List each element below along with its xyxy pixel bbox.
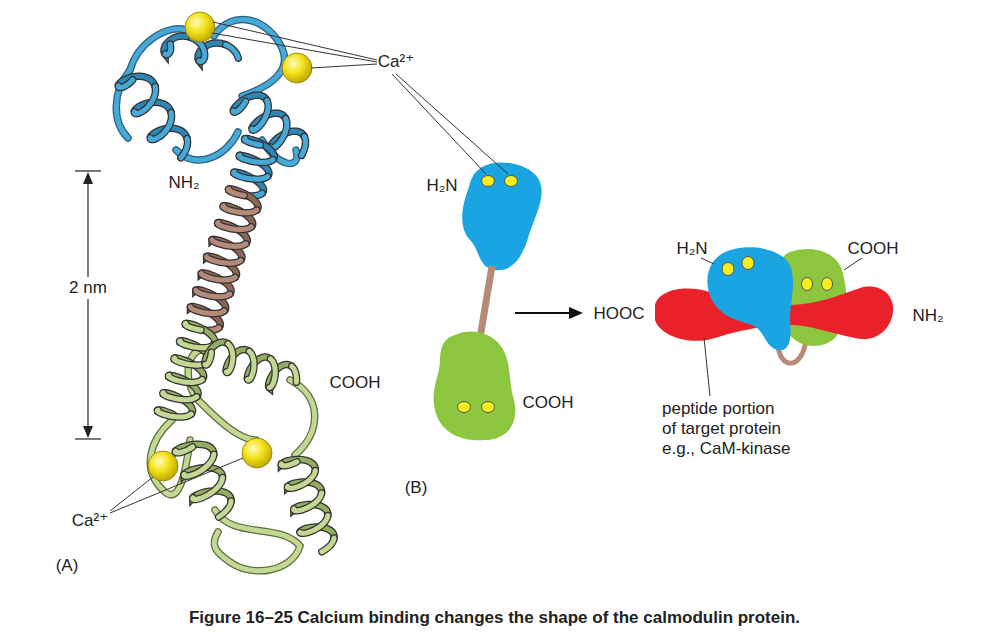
calcium-label: Ca²⁺	[72, 511, 108, 531]
calcium-label: Ca²⁺	[378, 52, 414, 72]
dimension-arrow	[75, 171, 101, 439]
terminus-label: HOOC	[594, 304, 645, 324]
annotation-label: peptide portion of target protein e.g., …	[662, 399, 791, 459]
panel-label: (A)	[56, 556, 79, 576]
helix-ribbons	[118, 36, 334, 552]
terminus-label: COOH	[330, 373, 381, 393]
reaction-arrow	[515, 307, 583, 319]
ribbon-loops	[116, 19, 314, 570]
dimension-label: 2 nm	[67, 277, 109, 299]
terminus-label: COOH	[523, 393, 574, 413]
schematic-bound	[655, 247, 893, 363]
helix-ribbon	[157, 323, 215, 417]
terminus-label: COOH	[848, 239, 899, 259]
terminus-label: NH₂	[168, 173, 199, 193]
terminus-label: NH₂	[912, 306, 943, 326]
terminus-label: H₂N	[426, 176, 457, 196]
helix-ribbon	[234, 139, 275, 196]
helix-ribbon	[205, 342, 297, 388]
helix-ribbon	[175, 444, 231, 517]
helix-ribbon	[190, 189, 258, 330]
panel-label: (B)	[405, 478, 428, 498]
helix-ribbon	[281, 459, 334, 551]
helix-ribbon	[118, 76, 187, 158]
leader-lines	[110, 22, 862, 513]
figure-caption: Figure 16–25 Calcium binding changes the…	[0, 607, 989, 629]
calcium-spheres	[148, 12, 312, 481]
terminus-label: H₂N	[676, 239, 707, 259]
